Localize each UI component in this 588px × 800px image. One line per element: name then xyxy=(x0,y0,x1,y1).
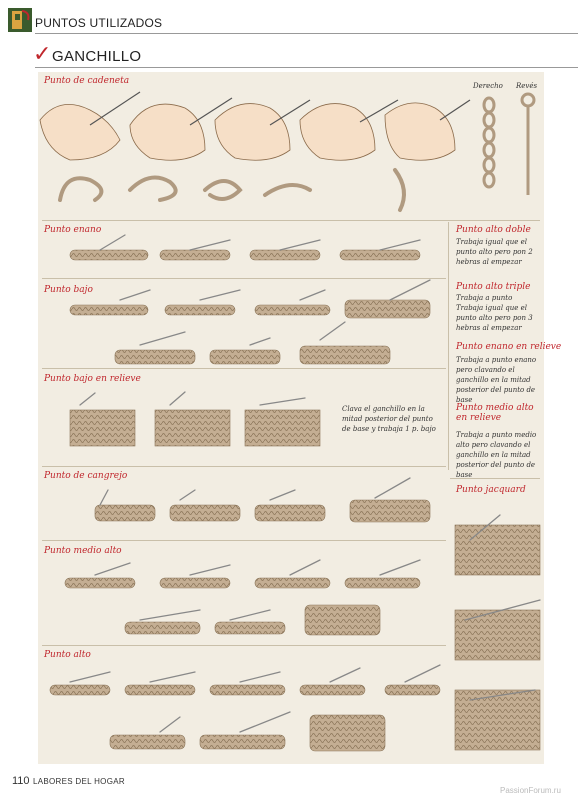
hand-illustrations xyxy=(39,102,456,161)
hook-lines xyxy=(89,91,471,126)
sidebar-title-medio-alto-relieve: Punto medio alto en relieve xyxy=(456,403,534,423)
watermark: PassionForum.ru xyxy=(500,786,561,795)
label-cangrejo: Punto de cangrejo xyxy=(44,471,128,481)
magazine-logo-icon xyxy=(8,8,32,32)
divider-3 xyxy=(42,368,446,369)
header-rule xyxy=(35,33,578,34)
divider-5 xyxy=(42,540,446,541)
page-title: PUNTOS UTILIZADOS xyxy=(35,16,163,30)
stitch-samples xyxy=(49,249,541,752)
magazine-name: LABORES DEL HOGAR xyxy=(33,777,125,786)
chain-loops xyxy=(58,168,406,212)
chain-derecho xyxy=(482,92,536,195)
label-reves: Revés xyxy=(516,82,538,90)
divider-jacquard xyxy=(450,478,540,479)
label-bajo-relieve: Punto bajo en relieve xyxy=(44,374,141,384)
sidebar-divider xyxy=(448,222,449,470)
sidebar-text-alto-triple: Trabaja a punto Trabaja igual que el pun… xyxy=(456,294,533,332)
label-medio-alto: Punto medio alto xyxy=(44,546,122,556)
label-jacquard: Punto jacquard xyxy=(456,485,526,495)
divider-2 xyxy=(42,278,446,279)
sidebar-text-alto-doble: Trabaja igual que el punto alto pero pon… xyxy=(456,238,533,266)
checkmark-icon: ✓ xyxy=(33,42,52,67)
label-alto: Punto alto xyxy=(44,650,91,660)
sidebar-title-enano-relieve: Punto enano en relieve xyxy=(456,342,562,352)
label-bajo: Punto bajo xyxy=(44,285,93,295)
hook-icons xyxy=(69,234,541,733)
sidebar-text-enano-relieve: Trabaja a punto enano pero clavando el g… xyxy=(456,356,537,404)
relieve-note: Clava el ganchillo en la mitad posterior… xyxy=(342,405,436,433)
page-number: 110 xyxy=(12,775,30,787)
divider-4 xyxy=(42,466,446,467)
divider-6 xyxy=(42,645,446,646)
sidebar-title-alto-doble: Punto alto doble xyxy=(456,225,531,235)
label-cadeneta: Punto de cadeneta xyxy=(44,76,130,86)
sidebar-text-medio-alto-relieve: Trabaja a punto medio alto pero clavando… xyxy=(456,431,537,479)
divider-1 xyxy=(42,220,540,221)
section-title: GANCHILLO xyxy=(52,48,142,65)
section-rule xyxy=(35,67,578,68)
label-derecho: Derecho xyxy=(473,82,503,90)
sidebar-title-alto-triple: Punto alto triple xyxy=(456,282,531,292)
label-enano: Punto enano xyxy=(44,225,102,235)
